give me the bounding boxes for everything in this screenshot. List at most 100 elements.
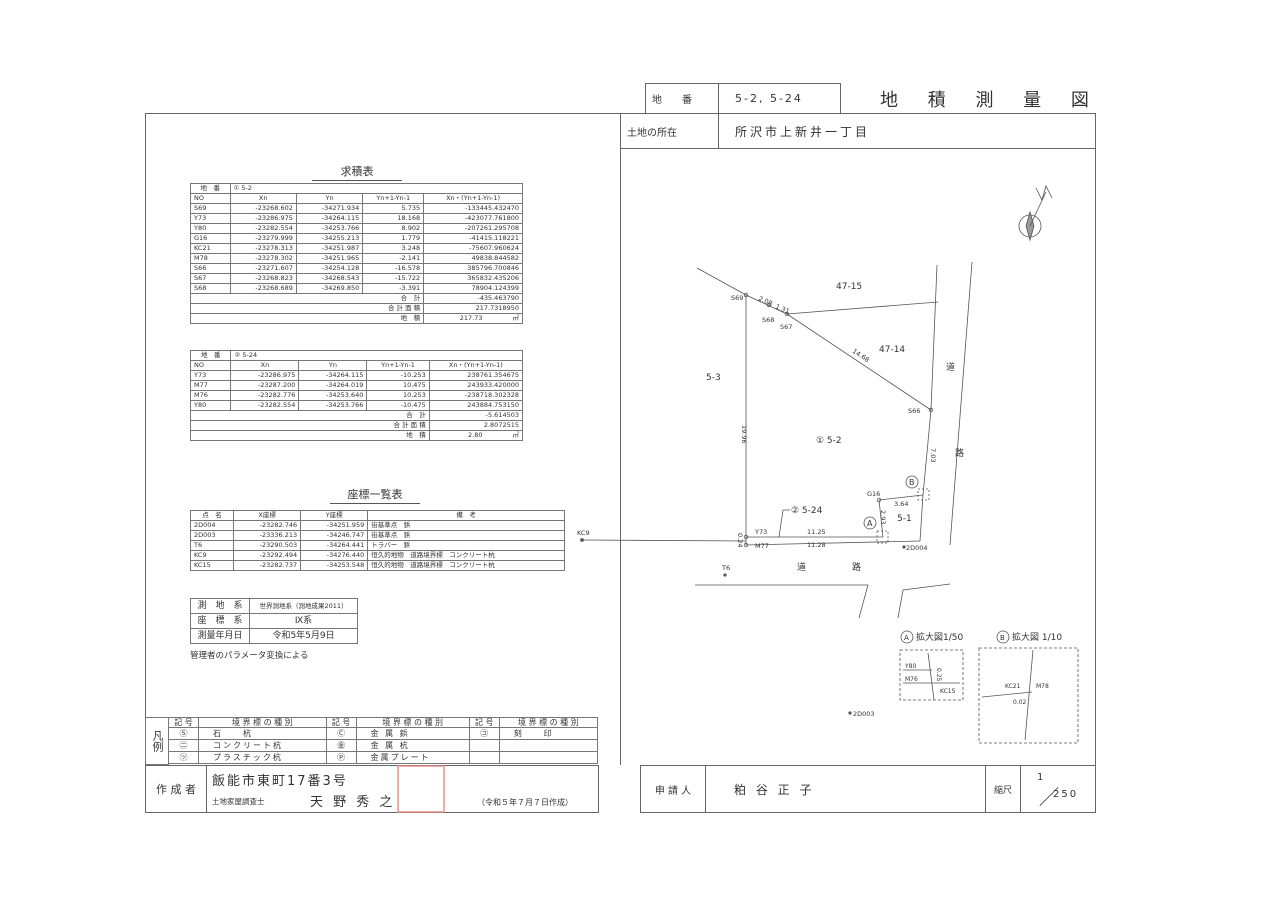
survey-note: 管理者のパラメータ変換による [190, 651, 309, 661]
detail-b-dim: 0.02 [1013, 699, 1027, 706]
dim-19-96: 19.96 [740, 425, 748, 444]
point-s67: S67 [780, 323, 792, 331]
legend-label: 凡例 [145, 717, 169, 765]
table-cell: KC15 [189, 560, 235, 571]
parcel-47-15: 47-15 [836, 282, 862, 292]
point-y73: Y73 [754, 528, 767, 536]
author-name: 天 野 秀 之 [310, 795, 396, 810]
point-m77: M77 [755, 542, 769, 550]
point-2d003: 2D003 [853, 710, 875, 718]
marker-a: A [867, 519, 873, 528]
frame-left [145, 113, 146, 813]
dim-2-08: 2.08 [757, 295, 773, 308]
legend-row: ㊁コンクリート杭㊎金 属 杭 [168, 739, 599, 752]
road-label-1: 道 [946, 361, 955, 373]
scale-numerator: 1 [1037, 772, 1044, 783]
point-kc9: KC9 [577, 529, 590, 537]
legend-header: 記 号境 界 標 の 種 別記 号境 界 標 の 種 別記 号境 界 標 の 種… [168, 717, 599, 728]
unit: ㎡ [512, 314, 520, 322]
table-cell: 令和5年5月9日 [249, 628, 358, 644]
point-s66: S66 [908, 407, 920, 415]
dim-2-93: 2.93 [879, 510, 887, 524]
scale-denominator: 250 [1053, 789, 1079, 800]
point-s69: S69 [731, 294, 743, 302]
detail-a-kc15: KC15 [940, 688, 956, 695]
detail-b-marker: B [1000, 634, 1005, 642]
area-table-title: 求積表 [312, 163, 402, 181]
detail-b-title: 拡大図 1/10 [1012, 631, 1062, 643]
frame-top [145, 113, 645, 114]
parcel-5-24: ② 5-24 [791, 506, 823, 516]
dim-11-25: 11.25 [807, 528, 826, 536]
table-cell: 217.73 ㎡ [423, 313, 523, 324]
dim-7-03: 7.03 [929, 448, 937, 462]
parcel-5-1: 5-1 [897, 514, 912, 524]
table-cell: 測量年月日 [189, 628, 251, 644]
table-cell: 2.80 ㎡ [428, 430, 524, 441]
location-value: 所沢市上新井一丁目 [718, 113, 1096, 149]
north-arrow-icon [1018, 184, 1053, 242]
parcel-5-3: 5-3 [706, 373, 721, 383]
detail-a-m76: M76 [905, 676, 918, 683]
chiseki-value: 217.73 [459, 314, 483, 322]
dim-0-24: 0.24 [736, 533, 744, 547]
document-title: 地 積 測 量 図 [880, 90, 1101, 111]
detail-b-m78: M78 [1036, 683, 1049, 690]
author-seal [397, 765, 445, 813]
author-title: 土地家屋調査士 [212, 797, 265, 806]
table-cell: 地 積 [189, 313, 425, 324]
table-cell [498, 751, 599, 764]
chiseki-value: 2.80 [468, 431, 483, 439]
legend-table: 記 号境 界 標 の 種 別記 号境 界 標 の 種 別記 号境 界 標 の 種… [168, 717, 599, 764]
parcel-47-14: 47-14 [879, 345, 905, 355]
road-label-2: 路 [955, 447, 964, 459]
frame-middle [620, 113, 621, 765]
table-cell: 恒久的地物 道路境界標 コンクリート杭 [367, 560, 565, 571]
point-t6: T6 [721, 564, 730, 572]
point-s68: S68 [762, 316, 774, 324]
detail-a-marker: A [904, 634, 909, 642]
scale-box [1020, 765, 1096, 813]
unit: ㎡ [512, 431, 520, 439]
marker-b: B [909, 478, 915, 487]
dim-14-68: 14.68 [851, 347, 871, 364]
dim-11-28: 11.28 [807, 541, 826, 549]
parcel-5-2: ① 5-2 [816, 436, 842, 446]
info-row: 測量年月日令和5年5月9日 [189, 628, 358, 644]
boundary-lines [580, 261, 1079, 744]
road-label-4: 路 [852, 561, 861, 573]
author-address: 飯能市東町17番3号 [212, 774, 348, 789]
table-cell: ㋡ [168, 751, 199, 764]
point-2d004: 2D004 [906, 544, 928, 552]
table-cell: 金属プレート [355, 751, 470, 764]
detail-a-dim: 0.25 [935, 668, 942, 682]
dim-1-31: 1.31 [774, 303, 790, 316]
detail-a-title: 拡大図1/50 [916, 631, 963, 643]
chiseki-row: 地 積 217.73 ㎡ [189, 313, 523, 324]
coord-table-title: 座標一覧表 [330, 486, 420, 504]
author-date: （令和５年７月７日作成） [477, 798, 573, 807]
frame-right [1095, 113, 1096, 813]
detail-b-kc21: KC21 [1005, 683, 1021, 690]
table-cell: -34253.548 [300, 560, 369, 571]
point-g16: G16 [867, 490, 880, 498]
